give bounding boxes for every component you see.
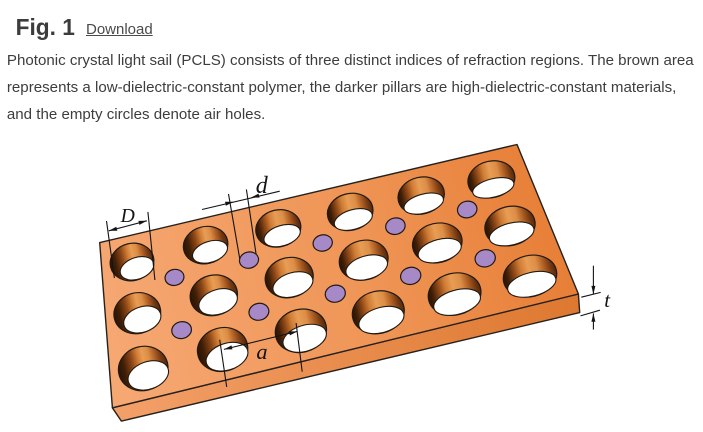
svg-text:a: a [256, 339, 267, 364]
svg-text:D: D [120, 205, 135, 227]
svg-text:t: t [604, 288, 611, 312]
svg-text:d: d [256, 173, 269, 199]
